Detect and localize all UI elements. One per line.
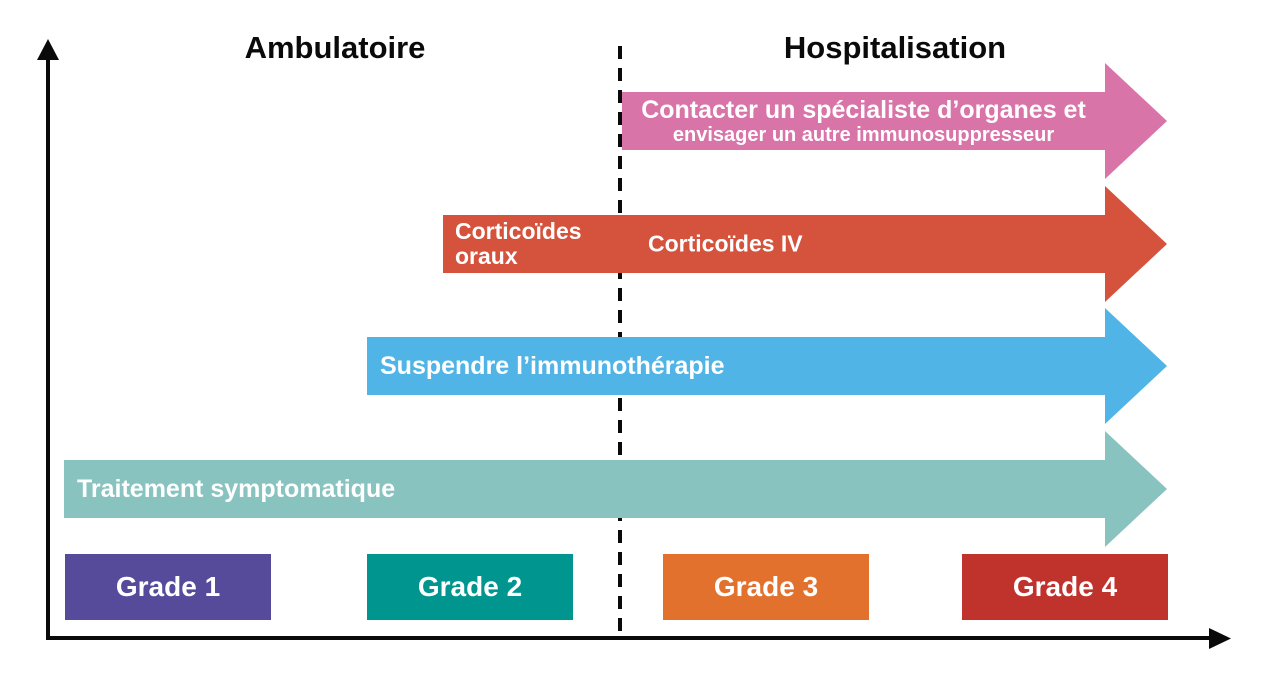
grade-3-box: Grade 3 — [663, 554, 869, 620]
arrow-corticoids-head-icon — [1105, 186, 1167, 302]
arrow-suspend-immunotherapy-head-icon — [1105, 308, 1167, 424]
arrow-symptomatic-treatment-label: Traitement symptomatique — [77, 474, 396, 503]
arrow-corticoids: Corticoïdes oraux Corticoïdes IV — [443, 215, 1105, 273]
y-axis-arrowhead-icon — [37, 39, 59, 60]
arrow-contact-specialist-label-line1: Contacter un spécialiste d’organes et — [641, 95, 1086, 124]
arrow-suspend-immunotherapy: Suspendre l’immunothérapie — [367, 337, 1105, 395]
x-axis-line — [46, 636, 1212, 640]
arrow-contact-specialist: Contacter un spécialiste d’organes et en… — [622, 92, 1105, 150]
arrow-corticoids-oral-label-line2: oraux — [455, 243, 518, 269]
grade-1-box: Grade 1 — [65, 554, 271, 620]
arrow-corticoids-iv-label: Corticoïdes IV — [648, 230, 803, 257]
arrow-corticoids-oral-label: Corticoïdes oraux — [455, 219, 582, 269]
grade-2-box: Grade 2 — [367, 554, 573, 620]
arrow-corticoids-oral-label-line1: Corticoïdes — [455, 218, 582, 244]
arrow-suspend-immunotherapy-label: Suspendre l’immunothérapie — [380, 351, 725, 380]
arrow-symptomatic-treatment: Traitement symptomatique — [64, 460, 1105, 518]
zone-label-ambulatoire: Ambulatoire — [244, 30, 426, 65]
y-axis-line — [46, 54, 50, 640]
arrow-contact-specialist-head-icon — [1105, 63, 1167, 179]
arrow-contact-specialist-label-line2: envisager un autre immunosuppresseur — [672, 123, 1055, 146]
zone-label-hospitalisation: Hospitalisation — [783, 30, 1007, 65]
grade-4-box: Grade 4 — [962, 554, 1168, 620]
arrow-symptomatic-treatment-head-icon — [1105, 431, 1167, 547]
x-axis-arrowhead-icon — [1209, 628, 1231, 649]
